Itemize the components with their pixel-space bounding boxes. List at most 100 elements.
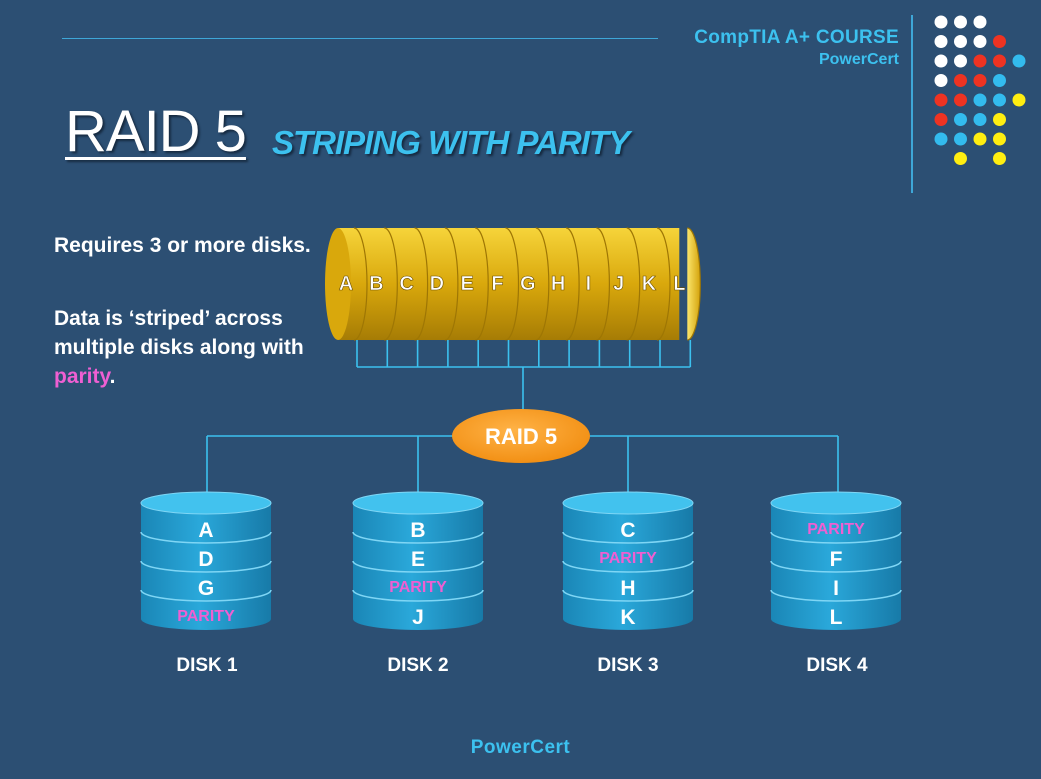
data-block-k: K	[620, 606, 635, 629]
data-block-d: D	[198, 548, 213, 571]
decor-dot	[954, 35, 967, 48]
striping-text-end: .	[109, 365, 116, 388]
decor-dot	[973, 113, 987, 126]
parity-block: PARITY	[599, 550, 657, 567]
controller-label: RAID 5	[485, 424, 557, 449]
disk-body	[563, 503, 693, 630]
disk-separator	[770, 560, 902, 573]
stripe-end-left	[325, 228, 351, 340]
disk-separator	[140, 531, 272, 544]
parity-block: PARITY	[177, 608, 235, 625]
decor-dot	[993, 152, 1006, 165]
decor-dot	[973, 74, 987, 87]
decor-dot	[993, 132, 1006, 146]
footer-brand: PowerCert	[470, 737, 571, 758]
stripe-letter-a: A	[339, 273, 353, 295]
stripe-letter-f: F	[491, 273, 503, 295]
decor-dot	[934, 113, 948, 126]
disk-top	[140, 491, 272, 515]
parity-block: PARITY	[389, 579, 447, 596]
disk-separator	[562, 560, 694, 573]
disk-top	[770, 491, 902, 515]
disk-body	[771, 503, 901, 630]
brand-name: PowerCert	[818, 51, 899, 68]
stripe-letter-l: L	[673, 273, 685, 295]
decor-dot	[954, 74, 967, 87]
page-subtitle: STRIPING WITH PARITY	[272, 124, 630, 161]
disk-separator	[352, 531, 484, 544]
decor-dot	[954, 93, 967, 107]
disk-2-label: DISK 2	[387, 655, 449, 676]
data-block-j: J	[412, 606, 424, 629]
disk-body	[353, 503, 483, 630]
decor-dot	[954, 152, 967, 165]
disk-separator	[770, 589, 902, 602]
disk-top	[352, 491, 484, 515]
decor-dot	[934, 15, 948, 29]
disk-separator	[562, 589, 694, 602]
disk-1-label: DISK 1	[176, 655, 238, 676]
stripe-letter-d: D	[430, 273, 444, 295]
raid5-controller: RAID 5	[452, 409, 590, 463]
decor-dot	[934, 74, 948, 87]
decor-dot	[934, 132, 948, 146]
decor-dot	[954, 132, 967, 146]
disk-body	[141, 503, 271, 630]
decor-dot	[973, 93, 987, 107]
data-block-f: F	[830, 548, 843, 571]
stripe-letter-b: B	[369, 273, 383, 295]
decor-dot	[993, 35, 1006, 48]
stripe-coin-edge	[687, 227, 701, 341]
disk-3: C PARITY HK	[562, 491, 694, 630]
course-title: CompTIA A+ COURSE	[694, 27, 899, 48]
disk-separator	[770, 531, 902, 544]
decor-dot	[1012, 54, 1026, 68]
data-block-a: A	[198, 519, 213, 542]
decor-dot	[973, 15, 987, 29]
disk-separator	[352, 560, 484, 573]
data-block-c: C	[620, 519, 635, 542]
decor-dot	[973, 54, 987, 68]
stripe-letter-h: H	[551, 273, 565, 295]
stripe-letter-e: E	[461, 273, 474, 295]
decor-dot	[993, 113, 1006, 126]
decorative-dots	[934, 15, 1026, 165]
stripe-coin-edge	[505, 227, 520, 341]
parity-highlight: parity	[54, 365, 110, 388]
page-title: RAID 5	[65, 99, 247, 164]
stripe-letter-j: J	[613, 273, 624, 295]
stripe-letter-c: C	[399, 273, 413, 295]
stripe-coin-edge	[475, 227, 489, 341]
disk-separator	[140, 589, 272, 602]
decor-dot	[973, 35, 987, 48]
data-block-i: I	[833, 577, 839, 600]
decor-dot	[973, 132, 987, 146]
stripe-coin-edge	[535, 227, 550, 341]
striping-text-main: Data is ‘striped’ across multiple disks …	[54, 307, 304, 359]
data-block-b: B	[410, 519, 425, 542]
data-block-h: H	[620, 577, 635, 600]
decor-dot	[954, 54, 967, 68]
stripe-body	[338, 228, 680, 340]
disk-4-label: DISK 4	[806, 655, 868, 676]
decor-dot	[993, 54, 1006, 68]
stripe-coin-edge	[384, 227, 398, 341]
stripe-letter-g: G	[520, 273, 536, 295]
controller-ellipse	[452, 409, 590, 463]
requirement-text: Requires 3 or more disks.	[54, 234, 311, 257]
disk-separator	[140, 560, 272, 573]
disk-separator	[562, 531, 694, 544]
stripe-coin-edge	[353, 227, 368, 341]
decor-dot	[993, 74, 1006, 87]
connector-lines	[206, 340, 839, 494]
decor-dot	[934, 35, 948, 48]
stripe-coin-edge	[656, 227, 671, 341]
stripe-coin-edge	[566, 227, 580, 341]
stripe-letter-i: I	[586, 273, 592, 295]
stripe-letter-k: K	[642, 273, 657, 295]
